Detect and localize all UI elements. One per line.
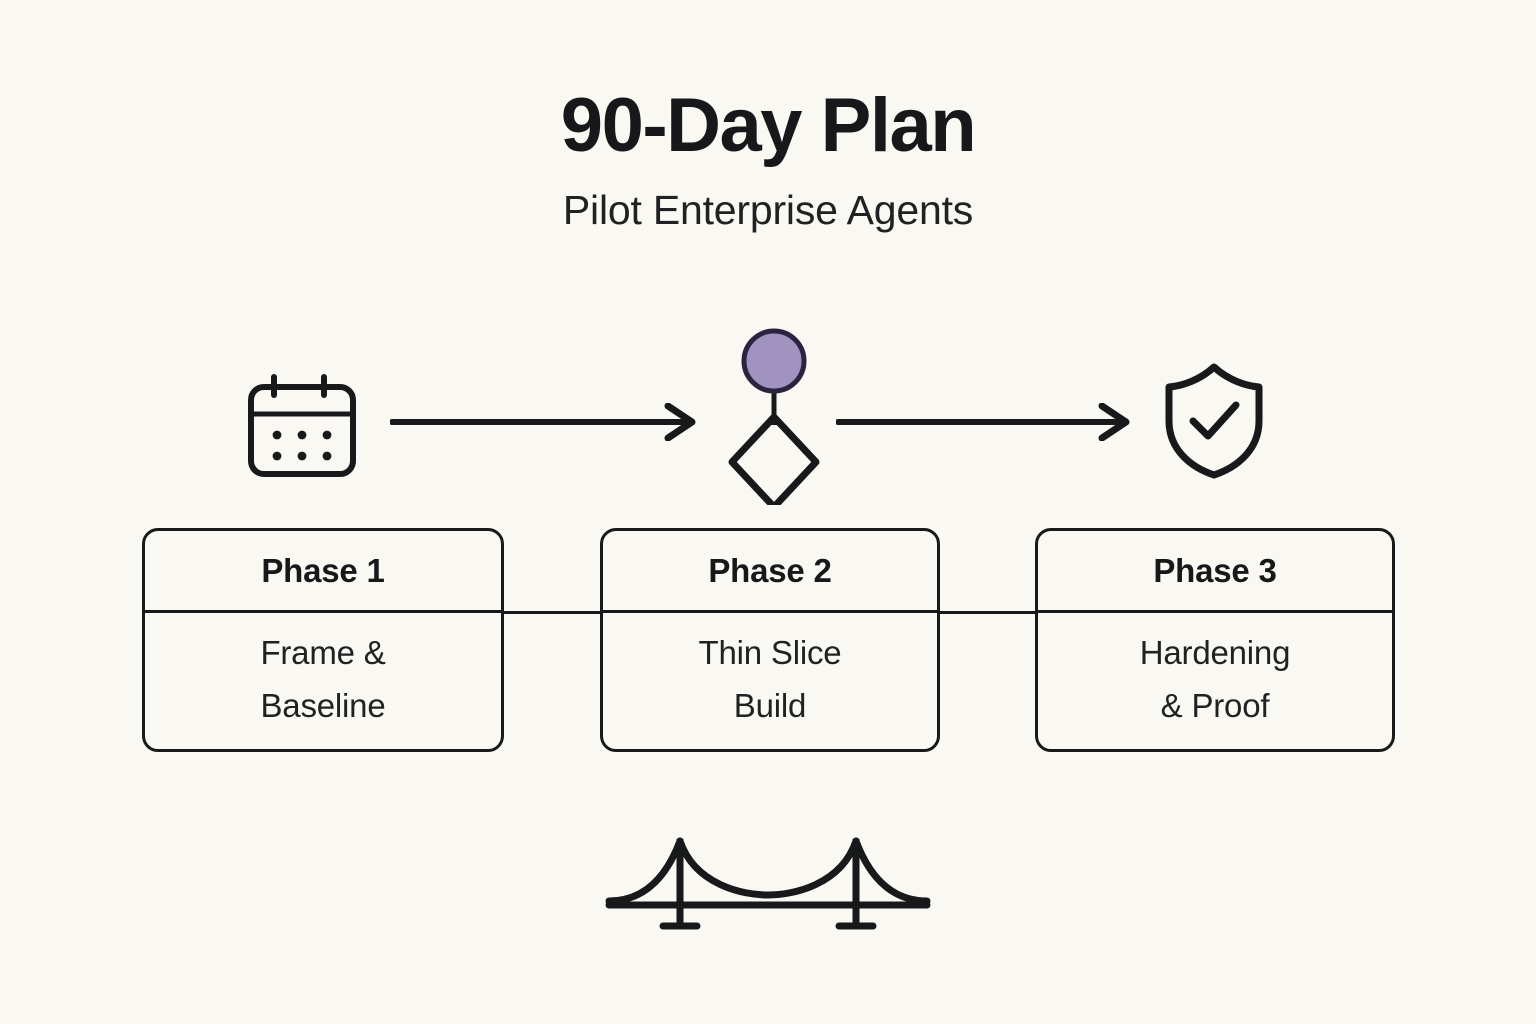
calendar-icon xyxy=(246,373,358,479)
phase-card-2-heading: Phase 2 xyxy=(708,551,832,589)
phase-card-1-body: Frame & Baseline xyxy=(145,613,501,749)
phase-card-3-header: Phase 3 xyxy=(1038,531,1392,613)
phase-card-3-heading: Phase 3 xyxy=(1153,551,1277,589)
phase-card-2-body-line-1: Thin Slice xyxy=(698,633,842,671)
phase-card-1-heading: Phase 1 xyxy=(261,551,385,589)
phase-cards-row: Phase 1 Frame & Baseline Phase 2 Thin Sl… xyxy=(0,528,1536,754)
arrow-phase1-to-phase2-icon xyxy=(390,403,702,441)
connector-phase1-phase2 xyxy=(498,611,606,614)
phase-card-1[interactable]: Phase 1 Frame & Baseline xyxy=(142,528,504,752)
connector-phase2-phase3 xyxy=(934,611,1040,614)
phase-card-3-body: Hardening & Proof xyxy=(1038,613,1392,749)
phase-card-2-header: Phase 2 xyxy=(603,531,937,613)
phase-card-3[interactable]: Phase 3 Hardening & Proof xyxy=(1035,528,1395,752)
phase-card-2-body-line-2: Build xyxy=(733,687,807,724)
suspension-bridge-icon xyxy=(603,833,933,933)
phase-card-1-header: Phase 1 xyxy=(145,531,501,613)
decision-node-icon xyxy=(726,325,822,505)
phase-card-2-body: Thin Slice Build xyxy=(603,613,937,749)
phase-card-3-body-line-2: & Proof xyxy=(1160,687,1270,724)
shield-check-icon xyxy=(1160,361,1268,481)
header: 90-Day Plan Pilot Enterprise Agents xyxy=(0,88,1536,231)
phase-card-2[interactable]: Phase 2 Thin Slice Build xyxy=(600,528,940,752)
page-title: 90-Day Plan xyxy=(560,83,977,168)
phase-card-3-body-line-1: Hardening xyxy=(1139,633,1291,671)
page-subtitle: Pilot Enterprise Agents xyxy=(562,187,974,233)
arrow-phase2-to-phase3-icon xyxy=(836,403,1136,441)
flow-band xyxy=(0,315,1536,505)
phase-card-1-body-line-2: Baseline xyxy=(260,687,386,724)
phase-card-1-body-line-1: Frame & xyxy=(260,633,386,671)
